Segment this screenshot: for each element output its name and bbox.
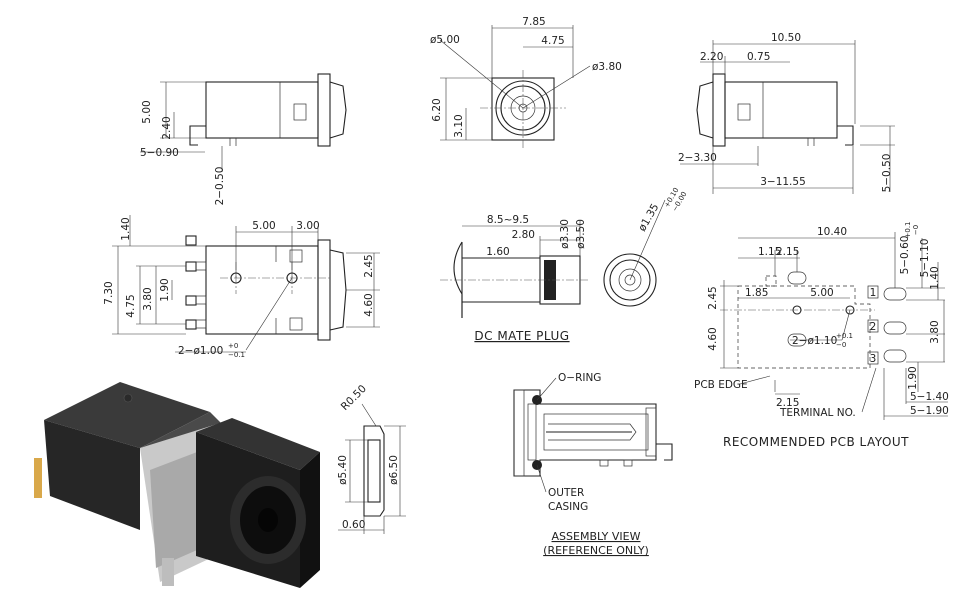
top-view: 5.00 3.00 7.30 1.40 4.75 3.80 1.90 2.45 …	[103, 215, 380, 359]
dim-5-00-top: 5.00	[252, 220, 275, 232]
dc-mate-plug-view: 8.5~9.5 2.80 1.60 ø3.30 ø3.50 ø1.35 +0.1…	[440, 186, 688, 343]
tol-plus-0-top: +0	[228, 342, 238, 350]
dc-jack-photo	[34, 382, 320, 588]
dim-1-40-pcb: 1.40	[929, 266, 941, 289]
o-ring-view: ø5.40 ø6.50 0.60 R0.50	[337, 383, 406, 534]
dim-3-80-pcb: 3.80	[929, 320, 941, 343]
dim-2-15-bot: 2.15	[776, 397, 799, 409]
dim-3x11-55: 3−11.55	[760, 176, 806, 188]
dim-0-75: 0.75	[747, 51, 770, 63]
dim-2-80: 2.80	[512, 229, 535, 241]
pcb-edge-label: PCB EDGE	[694, 379, 748, 391]
dim-5-00-left: 5.00	[141, 100, 153, 123]
dim-4-75-front: 4.75	[541, 35, 564, 47]
pcb-layout-view: 1 2 3 10.40 1.15 2.15 1.85 5.00 2.45 4.6…	[694, 222, 949, 450]
tol-plus-0-1-b: +0.1	[904, 222, 912, 239]
dim-1-60: 1.60	[486, 246, 509, 258]
front-view: ø5.00 ø3.80 7.85 4.75 6.20 3.10	[430, 16, 622, 150]
dim-5-00-pcb: 5.00	[810, 287, 833, 299]
dim-3-00-top: 3.00	[296, 220, 319, 232]
dim-6-20: 6.20	[431, 98, 443, 121]
dim-2-15-top: 2.15	[776, 246, 799, 258]
dim-1-90-top: 1.90	[159, 278, 171, 301]
dim-dia-3-30: ø3.30	[559, 219, 571, 249]
dim-1-90-pcb: 1.90	[907, 366, 919, 389]
dim-r0-50: R0.50	[339, 383, 369, 413]
dim-2-40-left: 2.40	[161, 116, 173, 139]
casing-label: CASING	[548, 501, 588, 513]
dim-5x0-50: 5−0.50	[881, 154, 893, 193]
dim-dia-5-40: ø5.40	[337, 455, 349, 485]
dim-5x1-90: 5−1.90	[910, 405, 949, 417]
assembly-subtitle: (REFERENCE ONLY)	[543, 544, 649, 557]
dim-7-85: 7.85	[522, 16, 545, 28]
dim-dia-3-50: ø3.50	[575, 219, 587, 249]
dim-3-10: 3.10	[453, 114, 465, 137]
dim-2x-dia-1-10: 2−ø1.10	[792, 335, 837, 347]
tol-minus-0-1-top: −0.1	[228, 351, 245, 359]
o-ring-label: O−RING	[558, 372, 601, 384]
dim-dia-1-35: ø1.35	[636, 202, 661, 234]
dim-5x1-40: 5−1.40	[910, 391, 949, 403]
dim-dia-5-00: ø5.00	[430, 34, 460, 46]
dim-2-45-pcb: 2.45	[707, 286, 719, 309]
dim-2x-dia-1-00: 2−ø1.00	[178, 345, 223, 357]
dim-5x0-90: 5−0.90	[140, 147, 179, 159]
dim-1-15: 1.15	[758, 246, 781, 258]
tol-minus-0-pcb: −0	[836, 341, 846, 349]
tol-plus-0-1-pcb: +0.1	[836, 332, 853, 340]
dim-5x1-10: 5−1.10	[919, 239, 931, 278]
assembly-title: ASSEMBLY VIEW	[552, 530, 641, 543]
dim-2-45-top: 2.45	[363, 254, 375, 277]
pcb-layout-title: RECOMMENDED PCB LAYOUT	[723, 435, 909, 449]
dim-10-40: 10.40	[817, 226, 847, 238]
terminal-3: 3	[870, 353, 877, 365]
dim-2x3-30: 2−3.30	[678, 152, 717, 164]
dim-8-5-9-5: 8.5~9.5	[487, 214, 529, 226]
dim-1-85: 1.85	[745, 287, 768, 299]
outer-label: OUTER	[548, 487, 584, 499]
dim-4-75-top: 4.75	[125, 294, 137, 317]
dim-7-30: 7.30	[103, 281, 115, 304]
dim-2x0-50-left: 2−0.50	[214, 167, 226, 206]
terminal-no-label: TERMINAL NO.	[779, 407, 856, 419]
dim-10-50: 10.50	[771, 32, 801, 44]
dim-dia-3-80: ø3.80	[592, 61, 622, 73]
terminal-1: 1	[870, 287, 877, 299]
dim-1-40-top: 1.40	[120, 217, 132, 240]
dim-5x0-60: 5−0.60	[899, 236, 911, 275]
dim-2-20: 2.20	[700, 51, 723, 63]
dim-0-60: 0.60	[342, 519, 365, 531]
assembly-view: O−RING OUTER CASING ASSEMBLY VIEW (REFER…	[513, 372, 673, 557]
dim-dia-6-50: ø6.50	[388, 455, 400, 485]
side-view-left: 5.00 2.40 5−0.90 2−0.50	[140, 73, 347, 206]
tol-minus-0-b: −0	[912, 225, 920, 235]
dim-4-60-top: 4.60	[363, 293, 375, 316]
dim-4-60-pcb: 4.60	[707, 327, 719, 350]
terminal-2: 2	[870, 321, 877, 333]
dim-3-80-top: 3.80	[142, 287, 154, 310]
side-view-right: 10.50 2.20 0.75 2−3.30 3−11.55 5−0.50	[678, 32, 895, 194]
plug-title: DC MATE PLUG	[474, 329, 569, 343]
